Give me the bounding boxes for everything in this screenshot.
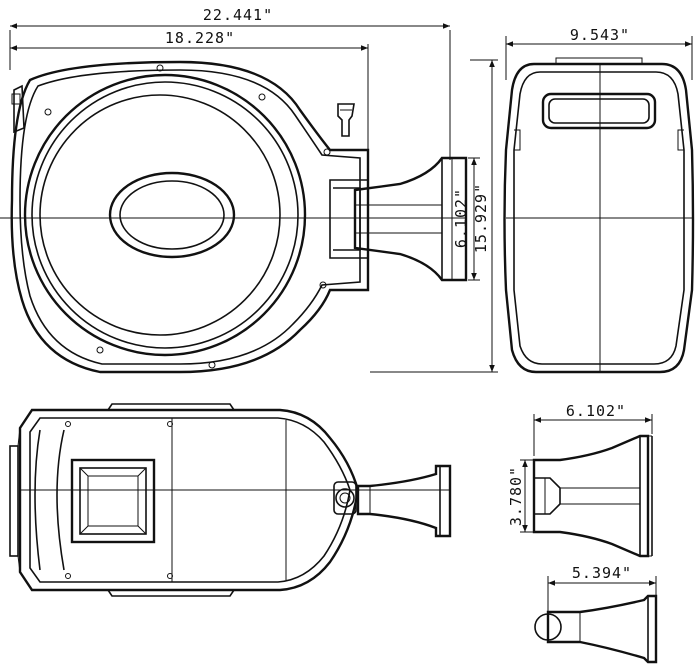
dim-bracket-width: 6.102" [566, 402, 626, 420]
top-view [10, 404, 450, 596]
screw-icon [324, 149, 330, 155]
hose-nozzle [338, 104, 354, 136]
top-housing-outline [20, 410, 358, 590]
dim-reel-width: 18.228" [165, 29, 235, 47]
front-wall-bracket [355, 158, 466, 280]
side-view [505, 58, 694, 372]
dim-overall-height: 15.929" [472, 183, 490, 253]
bracket-detail-side [535, 596, 656, 662]
hub-outer-ellipse [110, 173, 234, 257]
front-dimensions: 22.441" 18.228" 6.102" 15.929" [10, 6, 498, 372]
screw-icon [259, 94, 265, 100]
drum-middle-ring [32, 82, 298, 348]
dim-mount-height: 6.102" [452, 188, 470, 248]
bracket-detail-dimensions: 6.102" 3.780" [507, 402, 652, 532]
screw-icon [45, 109, 51, 115]
dim-overall-width: 22.441" [203, 6, 273, 24]
top-rear-rib [10, 446, 18, 556]
top-wall-bracket [358, 466, 450, 536]
screw-icon [66, 422, 71, 427]
screw-icon [209, 362, 215, 368]
bracket-side-outline [548, 596, 656, 662]
drum-inner-ring [40, 95, 280, 335]
drum-outer-ring [25, 75, 305, 355]
hub-inner-ellipse [120, 181, 224, 249]
bracket-detail-outline [534, 436, 648, 556]
bracket-side-dimensions: 5.394" [548, 564, 656, 612]
dim-bracket-height: 3.780" [507, 466, 525, 526]
front-housing-outline [12, 62, 368, 372]
front-view [0, 62, 466, 372]
screw-icon [66, 574, 71, 579]
dim-bracket-depth: 5.394" [572, 564, 632, 582]
screw-icon [97, 347, 103, 353]
hose-guide-arm [330, 180, 368, 258]
dim-side-depth: 9.543" [570, 26, 630, 44]
bracket-detail-front [534, 436, 652, 556]
